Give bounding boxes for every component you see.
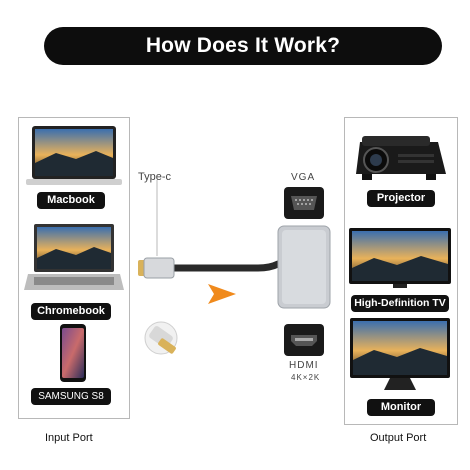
chromebook-image <box>24 224 124 290</box>
vga-port-icon <box>284 187 324 219</box>
type-c-label: Type-c <box>138 171 172 183</box>
input-device-label-macbook: Macbook <box>37 192 105 209</box>
phone-image <box>60 324 86 382</box>
macbook-image <box>26 126 122 185</box>
input-device-label-chromebook: Chromebook <box>31 303 111 320</box>
vga-label: VGA <box>291 172 316 183</box>
projector-image <box>356 136 446 180</box>
input-port-caption: Input Port <box>45 432 93 444</box>
hdmi-resolution-label: 4K×2K <box>291 373 321 382</box>
adapter-graphic <box>138 180 331 355</box>
output-device-label-monitor: Monitor <box>367 399 435 416</box>
hdmi-port-icon <box>284 324 324 356</box>
input-device-label-samsung: SAMSUNG S8 <box>31 388 111 405</box>
title-banner: How Does It Work? <box>44 27 442 65</box>
page-title: How Does It Work? <box>145 34 341 57</box>
output-port-caption: Output Port <box>370 432 427 444</box>
output-device-label-hdtv: High-Definition TV <box>351 295 449 312</box>
hdmi-label: HDMI <box>289 360 319 371</box>
monitor-image <box>350 318 450 390</box>
output-device-label-projector: Projector <box>367 190 435 207</box>
tv-image <box>349 228 451 288</box>
